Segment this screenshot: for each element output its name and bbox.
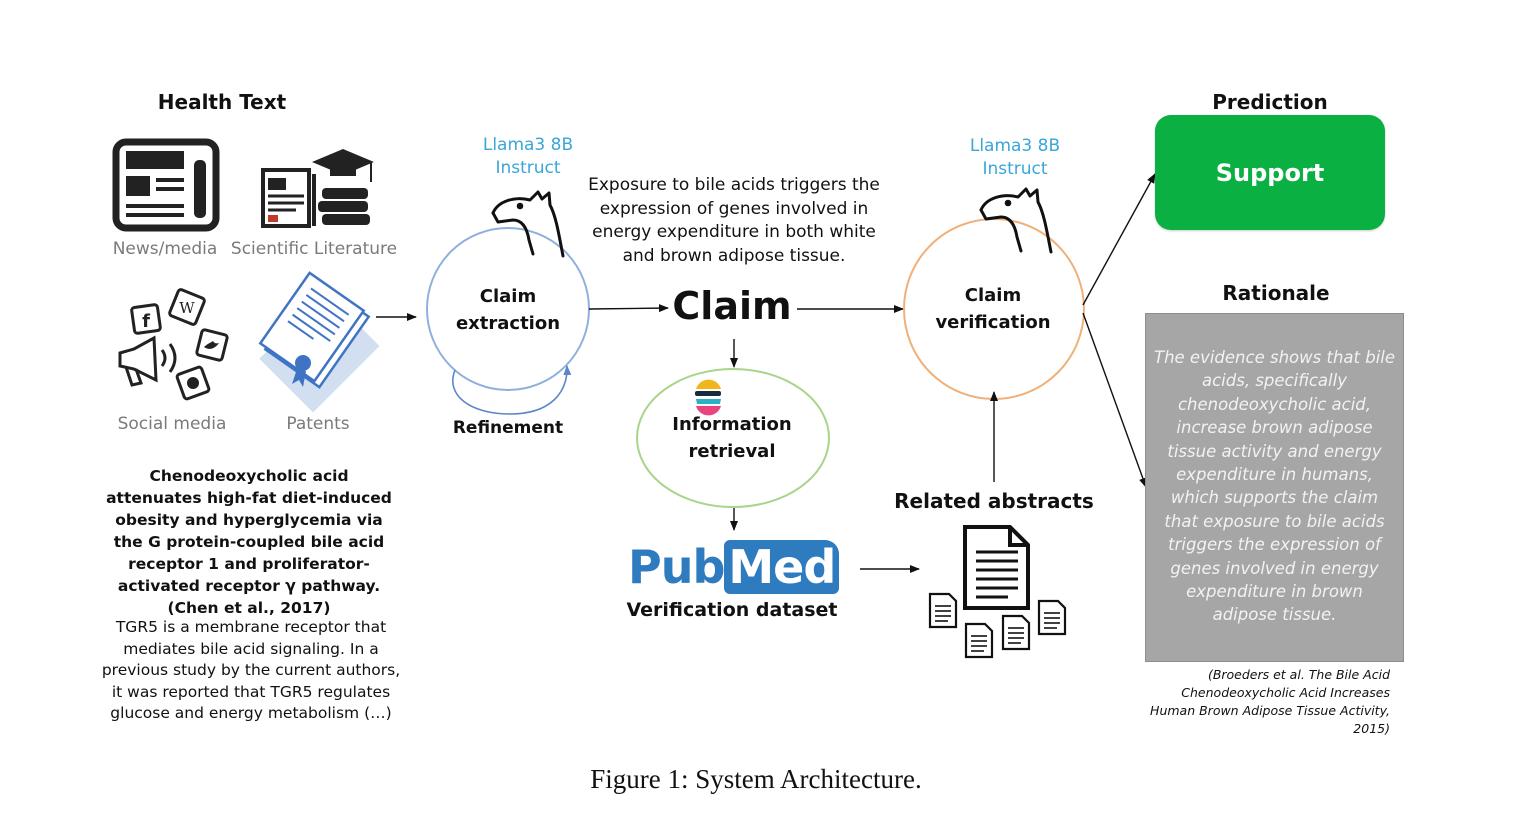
example-paper-title: Chenodeoxycholic acid attenuates high-fa… [106,467,392,617]
node-label-line1: Claim [964,285,1022,306]
rationale-citation: (Broeders et al. The Bile Acid Chenodeox… [1150,667,1390,736]
model-variant-line: Instruct [982,159,1048,179]
information-retrieval-ellipse [636,368,830,508]
example-paper-body: TGR5 is a membrane receptor that mediate… [101,618,401,723]
source-label-news: News/media [112,239,218,259]
svg-text:f: f [142,311,150,332]
verification-dataset-label: Verification dataset [626,599,838,621]
source-label-social: Social media [117,414,227,434]
verification-model-label: Llama3 8B Instruct [945,135,1085,181]
refinement-loop-arrow [452,365,572,415]
llama-icon [979,187,1053,254]
extraction-model-label: Llama3 8B Instruct [458,134,598,180]
node-label-line2: verification [935,312,1051,333]
node-label-line1: Information [672,414,792,435]
prediction-title: Prediction [1212,90,1328,114]
node-label-line2: extraction [455,313,561,334]
source-label-patents: Patents [286,414,350,434]
refinement-label: Refinement [452,418,564,438]
pubmed-logo-pub: Pub [628,540,725,594]
claim-extraction-label: Claim extraction [438,283,578,337]
svg-text:W: W [179,299,195,317]
documents-icon [928,525,1067,659]
patent-document-icon [258,271,380,413]
node-label-line1: Claim [479,286,537,307]
source-label-literature: Scientific Literature [230,239,398,259]
pubmed-logo: PubMed [628,540,840,594]
rationale-box: The evidence shows that bile acids, spec… [1145,313,1404,662]
model-variant-line: Instruct [495,158,561,178]
model-name-line: Llama3 8B [969,136,1061,156]
information-retrieval-label: Information retrieval [652,411,812,465]
model-name-line: Llama3 8B [482,135,574,155]
llama-icon [491,190,565,258]
health-text-title: Health Text [157,90,287,114]
newspaper-icon [112,138,220,232]
claim-text: Exposure to bile acids triggers the expr… [588,175,880,266]
books-graduation-icon [261,149,374,228]
pubmed-logo-med: Med [724,540,840,594]
elasticsearch-icon [695,379,721,416]
figure-caption: Figure 1: System Architecture. [590,764,922,794]
related-abstracts-label: Related abstracts [894,489,1094,513]
node-label-line2: retrieval [688,441,776,462]
rationale-title: Rationale [1222,281,1330,305]
prediction-support-box: Support [1155,115,1385,230]
claim-verification-label: Claim verification [918,282,1068,336]
claim-label: Claim [672,284,792,328]
social-media-icon: f W [118,288,229,401]
